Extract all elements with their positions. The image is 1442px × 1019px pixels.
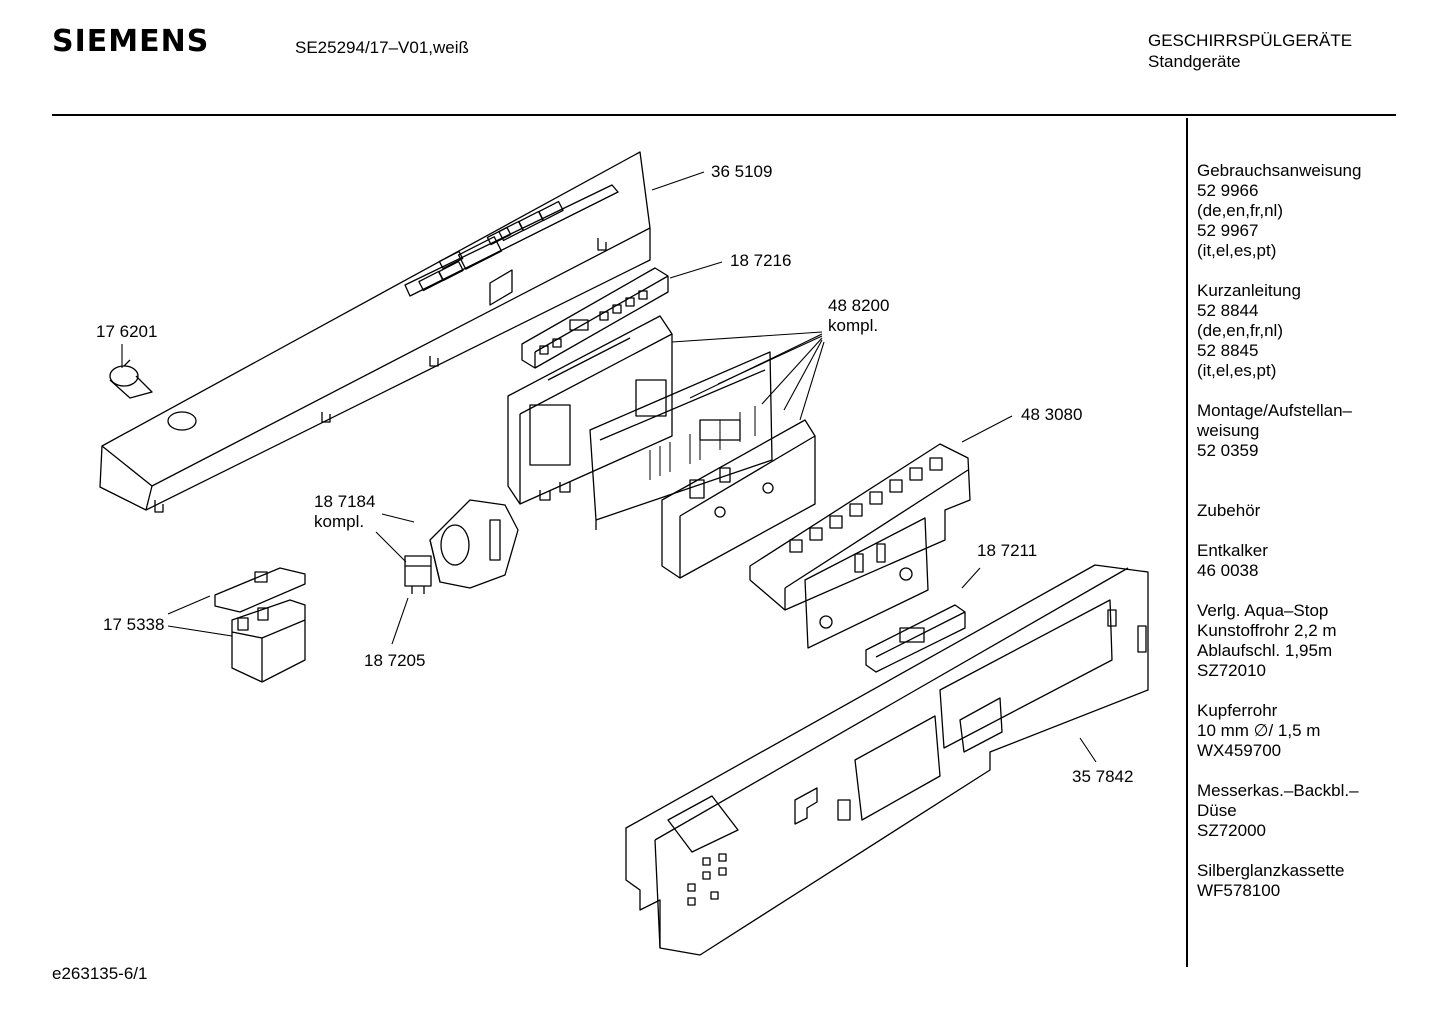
sidebar-block-title: Montage/Aufstellan–	[1197, 401, 1352, 420]
sidebar-block: Silberglanzkassette WF578100	[1197, 861, 1361, 901]
part-48-8200-frame	[507, 315, 673, 505]
part-label: 17 6201	[96, 322, 158, 341]
part-17-6201	[109, 359, 153, 399]
part-label: 48 8200	[828, 296, 890, 315]
sidebar-block: Verlg. Aqua–Stop Kunstoffrohr 2,2 m Abla…	[1197, 601, 1361, 681]
part-48-8200-rear	[661, 419, 816, 579]
sidebar-line: 52 9967	[1197, 221, 1259, 240]
part-label: 18 7216	[730, 251, 792, 270]
category-title: GESCHIRRSPÜLGERÄTE	[1148, 31, 1353, 50]
sidebar-line: (it,el,es,pt)	[1197, 241, 1277, 260]
model-number: SE25294/17–V01,weiß	[295, 38, 469, 57]
part-label: 35 7842	[1072, 767, 1134, 786]
sidebar-line: 46 0038	[1197, 561, 1259, 580]
part-label-note: kompl.	[314, 512, 365, 531]
sidebar-line: SZ72010	[1197, 661, 1266, 680]
sidebar-block: Montage/Aufstellan– weisung 52 0359	[1197, 401, 1361, 461]
sidebar-divider	[1186, 118, 1188, 967]
part-label-group: 48 8200 kompl.	[828, 296, 889, 336]
sidebar-block-title: Verlg. Aqua–Stop	[1197, 601, 1329, 620]
part-18-7216	[521, 267, 669, 369]
sidebar-block-title: Kurzanleitung	[1197, 281, 1301, 300]
sidebar-block-title: Messerkas.–Backbl.–	[1197, 781, 1359, 800]
part-18-7184	[429, 499, 519, 589]
part-circuit-board	[589, 351, 773, 530]
part-label-group: 18 7184 kompl.	[314, 492, 375, 532]
sidebar-line: WX459700	[1197, 741, 1282, 760]
part-48-3080	[749, 443, 971, 649]
sidebar-line: Ablaufschl. 1,95m	[1197, 641, 1333, 660]
drawing-code: e263135-6/1	[52, 964, 148, 983]
category-subtitle: Standgeräte	[1148, 52, 1241, 71]
part-label: 48 3080	[1021, 405, 1083, 424]
part-label: 18 7205	[364, 651, 426, 670]
part-18-7205	[404, 555, 432, 594]
part-label: 18 7211	[977, 541, 1038, 560]
part-label: 18 7184	[314, 492, 376, 511]
sidebar-block: Entkalker 46 0038	[1197, 541, 1361, 581]
part-label: 17 5338	[103, 615, 165, 634]
sidebar-line: weisung	[1197, 421, 1260, 440]
sidebar-block-title: Entkalker	[1197, 541, 1268, 560]
sidebar-block-title: Silberglanzkassette	[1197, 861, 1345, 880]
category-block: GESCHIRRSPÜLGERÄTE Standgeräte	[1148, 30, 1352, 72]
part-label: 36 5109	[711, 162, 773, 181]
sidebar-block: Messerkas.–Backbl.– Düse SZ72000	[1197, 781, 1361, 841]
accessories-sidebar: Gebrauchsanweisung 52 9966 (de,en,fr,nl)…	[1197, 161, 1361, 921]
sidebar-line: WF578100	[1197, 881, 1281, 900]
sidebar-block-title: Zubehör	[1197, 501, 1261, 520]
sidebar-line: (de,en,fr,nl)	[1197, 321, 1283, 340]
sidebar-block-title: Gebrauchsanweisung	[1197, 161, 1362, 180]
sidebar-line: 52 8844	[1197, 301, 1259, 320]
sidebar-line: SZ72000	[1197, 821, 1266, 840]
sidebar-line: Kunstoffrohr 2,2 m	[1197, 621, 1337, 640]
leader-lines	[121, 171, 1097, 763]
brand-logo: SIEMENS	[52, 24, 210, 59]
part-36-5109-panel	[99, 151, 651, 513]
sidebar-line: 52 9966	[1197, 181, 1259, 200]
part-label-note: kompl.	[828, 316, 879, 335]
sidebar-line: 52 0359	[1197, 441, 1259, 460]
sidebar-block: Gebrauchsanweisung 52 9966 (de,en,fr,nl)…	[1197, 161, 1361, 261]
sidebar-line: Düse	[1197, 801, 1237, 820]
header-divider	[52, 114, 1396, 116]
sidebar-block: Kurzanleitung 52 8844 (de,en,fr,nl) 52 8…	[1197, 281, 1361, 381]
sidebar-block: Kupferrohr 10 mm ∅/ 1,5 m WX459700	[1197, 701, 1361, 761]
part-17-5338	[214, 567, 306, 683]
sidebar-line: 10 mm ∅/ 1,5 m	[1197, 721, 1321, 740]
sidebar-line: (it,el,es,pt)	[1197, 361, 1277, 380]
sidebar-line: (de,en,fr,nl)	[1197, 201, 1283, 220]
part-18-7211	[865, 604, 966, 673]
part-35-7842	[625, 564, 1149, 956]
sidebar-line: 52 8845	[1197, 341, 1259, 360]
sidebar-block: Zubehör	[1197, 501, 1361, 521]
sidebar-block-title: Kupferrohr	[1197, 701, 1278, 720]
